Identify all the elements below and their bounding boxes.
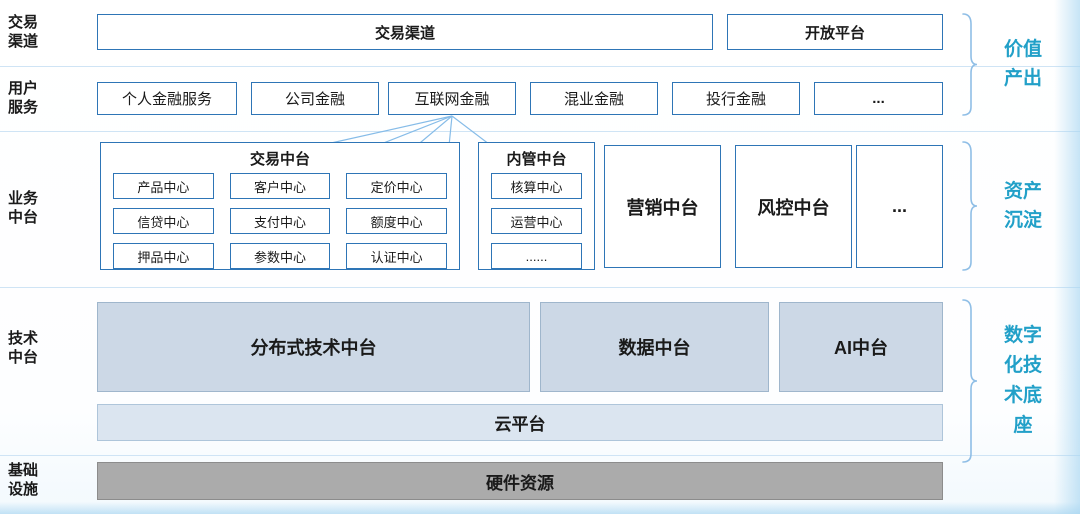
box-ai-platform: AI中台 bbox=[779, 302, 943, 392]
group-trade-platform: 交易中台 产品中心 客户中心 定价中心 信贷中心 支付中心 额度中心 押品中心 … bbox=[100, 142, 460, 270]
cell-accounting-center: 核算中心 bbox=[491, 173, 582, 199]
band-label-user-service: 用户服务 bbox=[8, 80, 39, 116]
box-distributed-tech-platform: 分布式技术中台 bbox=[97, 302, 530, 392]
box-cloud-platform: 云平台 bbox=[97, 404, 943, 441]
cell-credit-center: 信贷中心 bbox=[113, 208, 214, 234]
label-asset-deposit: 资产沉淀 bbox=[1003, 181, 1042, 231]
cell-collateral-center: 押品中心 bbox=[113, 243, 214, 269]
box-corporate-finance: 公司金融 bbox=[251, 82, 379, 115]
box-internet-finance: 互联网金融 bbox=[388, 82, 516, 115]
label-value-output: 价值产出 bbox=[1003, 39, 1042, 89]
box-investment-banking: 投行金融 bbox=[672, 82, 800, 115]
brace-value-output bbox=[962, 12, 980, 122]
row-divider bbox=[0, 455, 1080, 456]
box-open-platform: 开放平台 bbox=[727, 14, 943, 50]
box-services-more: ... bbox=[814, 82, 943, 115]
row-divider bbox=[0, 66, 1080, 67]
band-label-tech-mid: 技术中台 bbox=[8, 330, 39, 366]
internal-platform-cells: 核算中心 运营中心 ...... bbox=[491, 173, 582, 269]
band-label-trade-channel: 交易渠道 bbox=[8, 14, 39, 50]
row-divider bbox=[0, 131, 1080, 132]
cell-auth-center: 认证中心 bbox=[346, 243, 447, 269]
cell-payment-center: 支付中心 bbox=[229, 208, 331, 234]
group-title-internal-platform: 内管中台 bbox=[506, 151, 567, 168]
cell-internal-more: ...... bbox=[491, 243, 582, 269]
box-business-more: ... bbox=[856, 145, 943, 268]
box-mixed-finance: 混业金融 bbox=[530, 82, 658, 115]
cell-product-center: 产品中心 bbox=[113, 173, 214, 199]
brace-digital-base bbox=[962, 298, 980, 469]
cell-parameter-center: 参数中心 bbox=[229, 243, 331, 269]
box-trade-channel: 交易渠道 bbox=[97, 14, 713, 50]
trade-platform-cells: 产品中心 客户中心 定价中心 信贷中心 支付中心 额度中心 押品中心 参数中心 … bbox=[113, 173, 447, 269]
box-hardware-resources: 硬件资源 bbox=[97, 462, 943, 500]
cell-operation-center: 运营中心 bbox=[491, 208, 582, 234]
cell-pricing-center: 定价中心 bbox=[346, 173, 447, 199]
group-title-trade-platform: 交易中台 bbox=[249, 151, 310, 168]
row-divider bbox=[0, 287, 1080, 288]
cell-quota-center: 额度中心 bbox=[346, 208, 447, 234]
cell-customer-center: 客户中心 bbox=[229, 173, 331, 199]
label-digital-tech-base: 数字化技术底座 bbox=[1003, 325, 1042, 436]
box-personal-finance: 个人金融服务 bbox=[97, 82, 237, 115]
box-data-platform: 数据中台 bbox=[540, 302, 769, 392]
group-internal-platform: 内管中台 核算中心 运营中心 ...... bbox=[478, 142, 595, 270]
band-label-infrastructure: 基础设施 bbox=[8, 462, 39, 498]
box-risk-platform: 风控中台 bbox=[735, 145, 852, 268]
band-label-business-mid: 业务中台 bbox=[8, 190, 39, 226]
brace-asset-deposit bbox=[962, 140, 980, 277]
box-marketing-platform: 营销中台 bbox=[604, 145, 721, 268]
